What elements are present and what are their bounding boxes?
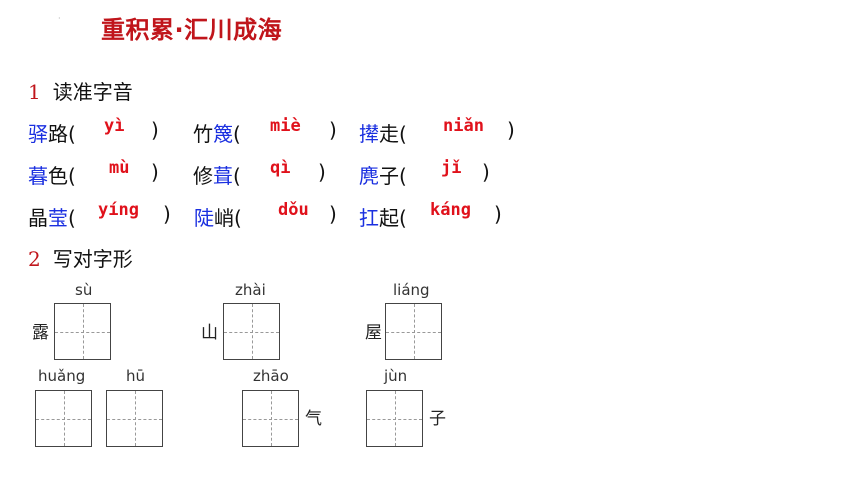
- close-paren: ): [507, 118, 515, 142]
- grid-pinyin: huǎng: [38, 367, 86, 385]
- grid-pinyin: zhài: [235, 281, 266, 299]
- word-plain: 峭(: [214, 206, 242, 230]
- pinyin-answer: káng: [430, 200, 471, 220]
- word-plain: 修: [193, 164, 213, 188]
- word-target-char: 暮: [28, 164, 48, 188]
- pinyin-answer: niǎn: [443, 116, 484, 136]
- page-title: 重积累·汇川成海: [101, 16, 283, 44]
- writing-grid[interactable]: [366, 390, 423, 447]
- word-plain: (: [233, 164, 241, 188]
- close-paren: ): [494, 202, 502, 226]
- grid-pinyin: sù: [75, 281, 93, 299]
- word-item: 陡峭(: [194, 202, 242, 232]
- word-item: 驿路(: [28, 118, 76, 148]
- word-target-char: 莹: [48, 206, 68, 230]
- close-paren: ): [482, 160, 490, 184]
- word-target-char: 麂: [359, 164, 379, 188]
- word-target-char: 驿: [28, 122, 48, 146]
- word-target-char: 撵: [359, 122, 379, 146]
- writing-grid[interactable]: [35, 390, 92, 447]
- section-number: 1: [28, 80, 41, 104]
- section-read-pronunciation: 1 读准字音: [28, 76, 133, 105]
- pinyin-answer: jǐ: [441, 158, 462, 178]
- writing-grid[interactable]: [223, 303, 280, 360]
- section-write-characters: 2 写对字形: [28, 243, 133, 272]
- section-label: 写对字形: [52, 247, 133, 271]
- section-label: 读准字音: [52, 80, 133, 104]
- writing-grid[interactable]: [54, 303, 111, 360]
- word-plain: (: [233, 122, 241, 146]
- grid-pinyin: jùn: [384, 367, 408, 385]
- writing-grid[interactable]: [106, 390, 163, 447]
- word-item: 竹篾(: [193, 118, 241, 148]
- word-target-char: 扛: [359, 206, 379, 230]
- corner-dot: ·: [58, 14, 61, 23]
- close-paren: ): [151, 160, 159, 184]
- word-item: 修葺(: [193, 160, 241, 190]
- word-plain: (: [68, 206, 76, 230]
- word-item: 撵走(: [359, 118, 407, 148]
- word-plain: 起(: [379, 206, 407, 230]
- section-number: 2: [28, 247, 41, 271]
- grid-side-char: 气: [305, 409, 322, 429]
- close-paren: ): [151, 118, 159, 142]
- word-plain: 晶: [28, 206, 48, 230]
- close-paren: ): [163, 202, 171, 226]
- pinyin-answer: yíng: [98, 200, 139, 220]
- word-target-char: 葺: [213, 164, 233, 188]
- close-paren: ): [318, 160, 326, 184]
- grid-side-char: 露: [32, 323, 49, 343]
- pinyin-answer: mù: [109, 158, 130, 178]
- grid-side-char: 山: [201, 323, 218, 343]
- writing-grid[interactable]: [242, 390, 299, 447]
- pinyin-answer: dǒu: [278, 200, 309, 220]
- close-paren: ): [329, 118, 337, 142]
- pinyin-answer: yì: [104, 116, 125, 136]
- grid-pinyin: zhāo: [253, 367, 289, 385]
- grid-pinyin: liáng: [393, 281, 430, 299]
- grid-side-char: 屋: [365, 323, 382, 343]
- close-paren: ): [329, 202, 337, 226]
- pinyin-answer: miè: [270, 116, 301, 136]
- pinyin-answer: qì: [270, 158, 291, 178]
- word-plain: 竹: [193, 122, 213, 146]
- word-item: 扛起(: [359, 202, 407, 232]
- word-plain: 路(: [48, 122, 76, 146]
- word-plain: 走(: [379, 122, 407, 146]
- word-target-char: 陡: [194, 206, 214, 230]
- word-item: 暮色(: [28, 160, 76, 190]
- word-item: 麂子(: [359, 160, 407, 190]
- word-plain: 子(: [379, 164, 407, 188]
- grid-pinyin: hū: [126, 367, 146, 385]
- word-plain: 色(: [48, 164, 76, 188]
- word-item: 晶莹(: [28, 202, 76, 232]
- grid-side-char: 子: [429, 409, 446, 429]
- word-target-char: 篾: [213, 122, 233, 146]
- writing-grid[interactable]: [385, 303, 442, 360]
